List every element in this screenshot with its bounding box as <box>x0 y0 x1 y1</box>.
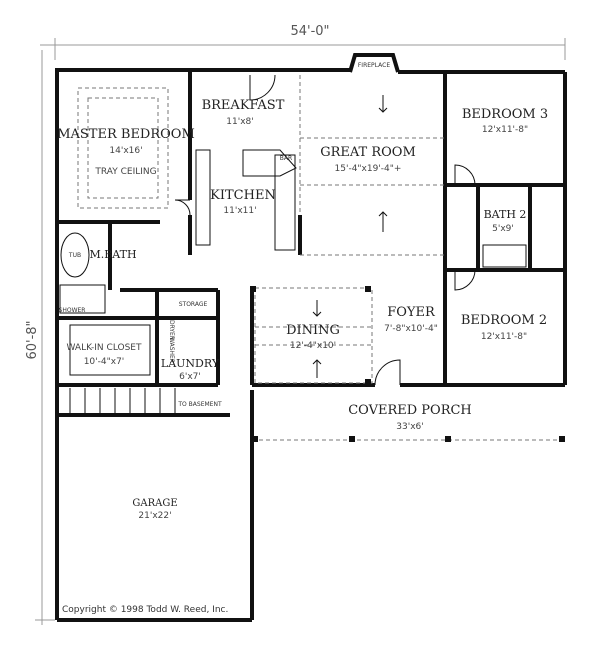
dimension-lines <box>35 38 566 625</box>
bar-label: BAR <box>280 155 292 162</box>
covered-porch-size: 33'x6' <box>396 422 423 432</box>
breakfast-label: BREAKFAST <box>202 98 285 113</box>
shower-label: SHOWER <box>59 307 86 314</box>
bedroom3-size: 12'x11'-8" <box>482 125 528 135</box>
walk-in-closet-size: 10'-4"x7' <box>84 357 125 367</box>
bedroom3-label: BEDROOM 3 <box>462 107 548 122</box>
fireplace-label: FIREPLACE <box>358 62 390 69</box>
garage-label: GARAGE <box>132 498 177 509</box>
great-room-label: GREAT ROOM <box>320 145 416 160</box>
great-room-size: 15'-4"x19'-4"+ <box>335 164 402 174</box>
tub-label: TUB <box>68 252 81 259</box>
bath2-label: BATH 2 <box>484 208 527 221</box>
master-bath-label: M.BATH <box>89 248 136 261</box>
bedroom2-label: BEDROOM 2 <box>461 313 547 328</box>
to-basement-label: TO BASEMENT <box>177 401 222 408</box>
laundry-size: 6'x7' <box>179 372 201 382</box>
details <box>59 74 565 442</box>
master-bedroom-label: MASTER BEDROOM <box>57 127 195 142</box>
dining-label: DINING <box>286 323 340 338</box>
laundry-label: LAUNDRY <box>161 357 220 370</box>
copyright: Copyright © 1998 Todd W. Reed, Inc. <box>62 605 228 615</box>
walk-in-closet-label: WALK-IN CLOSET <box>67 343 142 353</box>
breakfast-size: 11'x8' <box>226 117 253 127</box>
foyer-label: FOYER <box>387 305 436 320</box>
width-dimension: 54'-0" <box>290 24 329 39</box>
depth-dimension: 60'-8" <box>25 320 40 359</box>
kitchen-label: KITCHEN <box>210 188 276 203</box>
storage-label: STORAGE <box>179 301 208 308</box>
washer-label: WASHER <box>168 337 175 363</box>
tray-ceiling-note: TRAY CEILING <box>94 167 156 177</box>
bath2-size: 5'x9' <box>492 224 514 234</box>
dining-size: 12'-4"x10' <box>290 341 336 351</box>
master-bedroom-size: 14'x16' <box>109 146 142 156</box>
dryer-label: DRYER <box>168 320 175 340</box>
bedroom2-size: 12'x11'-8" <box>481 332 527 342</box>
walls <box>55 53 567 622</box>
kitchen-size: 11'x11' <box>223 206 256 216</box>
garage-size: 21'x22' <box>138 511 171 521</box>
covered-porch-label: COVERED PORCH <box>348 403 472 418</box>
foyer-size: 7'-8"x10'-4" <box>384 324 438 334</box>
